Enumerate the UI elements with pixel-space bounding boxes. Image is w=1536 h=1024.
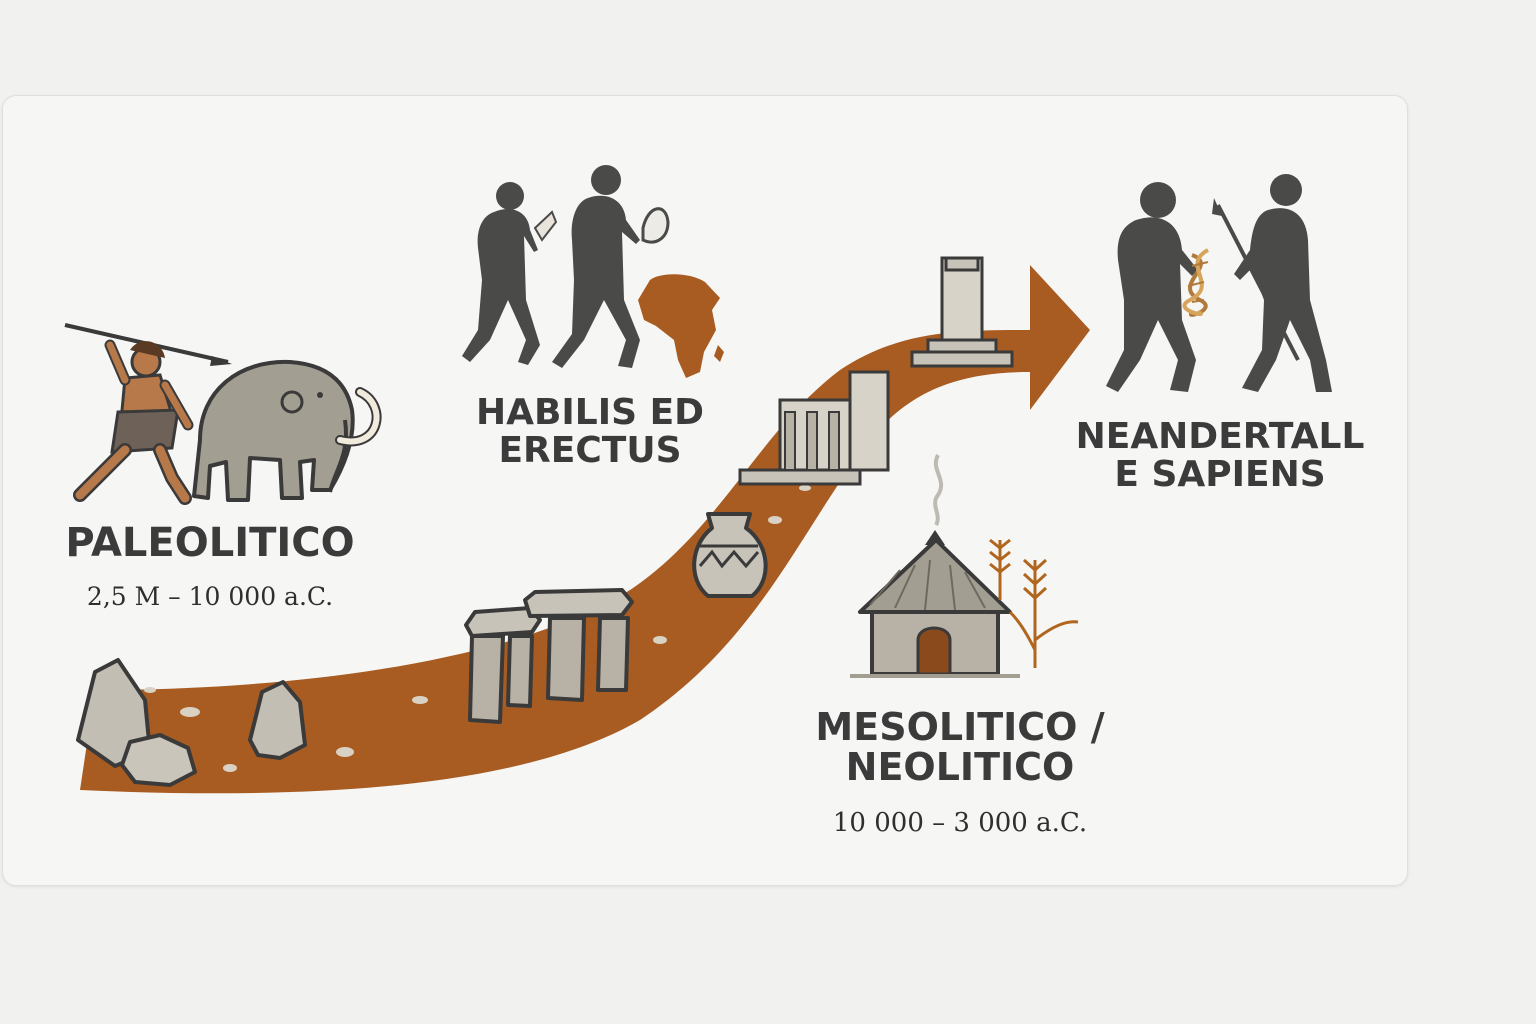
neandertal-sapiens-title-line1: NEANDERTALL	[1075, 416, 1365, 457]
neandertal-sapiens-title-line2: E SAPIENS	[1114, 453, 1326, 495]
dna-icon	[1182, 248, 1210, 317]
temple-icon	[738, 370, 890, 486]
column-icon	[910, 256, 1014, 368]
neandertal-sapiens-silhouettes-icon	[1106, 174, 1332, 392]
habilis-erectus-title-line1: HABILIS ED	[475, 392, 705, 433]
hunter-icon	[64, 323, 232, 505]
habilis-erectus-title: HABILIS ED ERECTUS	[420, 394, 760, 470]
africa-map-icon	[638, 274, 724, 378]
neandertal-sapiens-title: NEANDERTALL E SAPIENS	[1050, 418, 1390, 494]
mesolitico-neolitico-title: MESOLITICO / NEOLITICO	[760, 705, 1160, 789]
hut-icon	[850, 530, 1020, 678]
paleolitico-title: PALEOLITICO	[65, 520, 355, 566]
vase-icon	[692, 512, 768, 598]
mesolitico-neolitico-dates: 10 000 – 3 000 a.C.	[832, 808, 1088, 838]
paleolitico-dates: 2,5 M – 10 000 a.C.	[86, 582, 334, 611]
mammoth-icon	[192, 359, 382, 502]
timeline-path	[80, 265, 1090, 794]
boulders-icon	[76, 658, 307, 787]
mesolitico-neolitico-title-line2: NEOLITICO	[845, 744, 1075, 789]
smoke-icon	[933, 454, 944, 527]
wheat-icon	[989, 538, 1079, 668]
dolmen-icon	[464, 588, 634, 724]
mesolitico-neolitico-title-line1: MESOLITICO /	[815, 705, 1105, 749]
habilis-erectus-silhouettes-icon	[462, 165, 670, 368]
habilis-erectus-title-line2: ERECTUS	[498, 429, 682, 471]
